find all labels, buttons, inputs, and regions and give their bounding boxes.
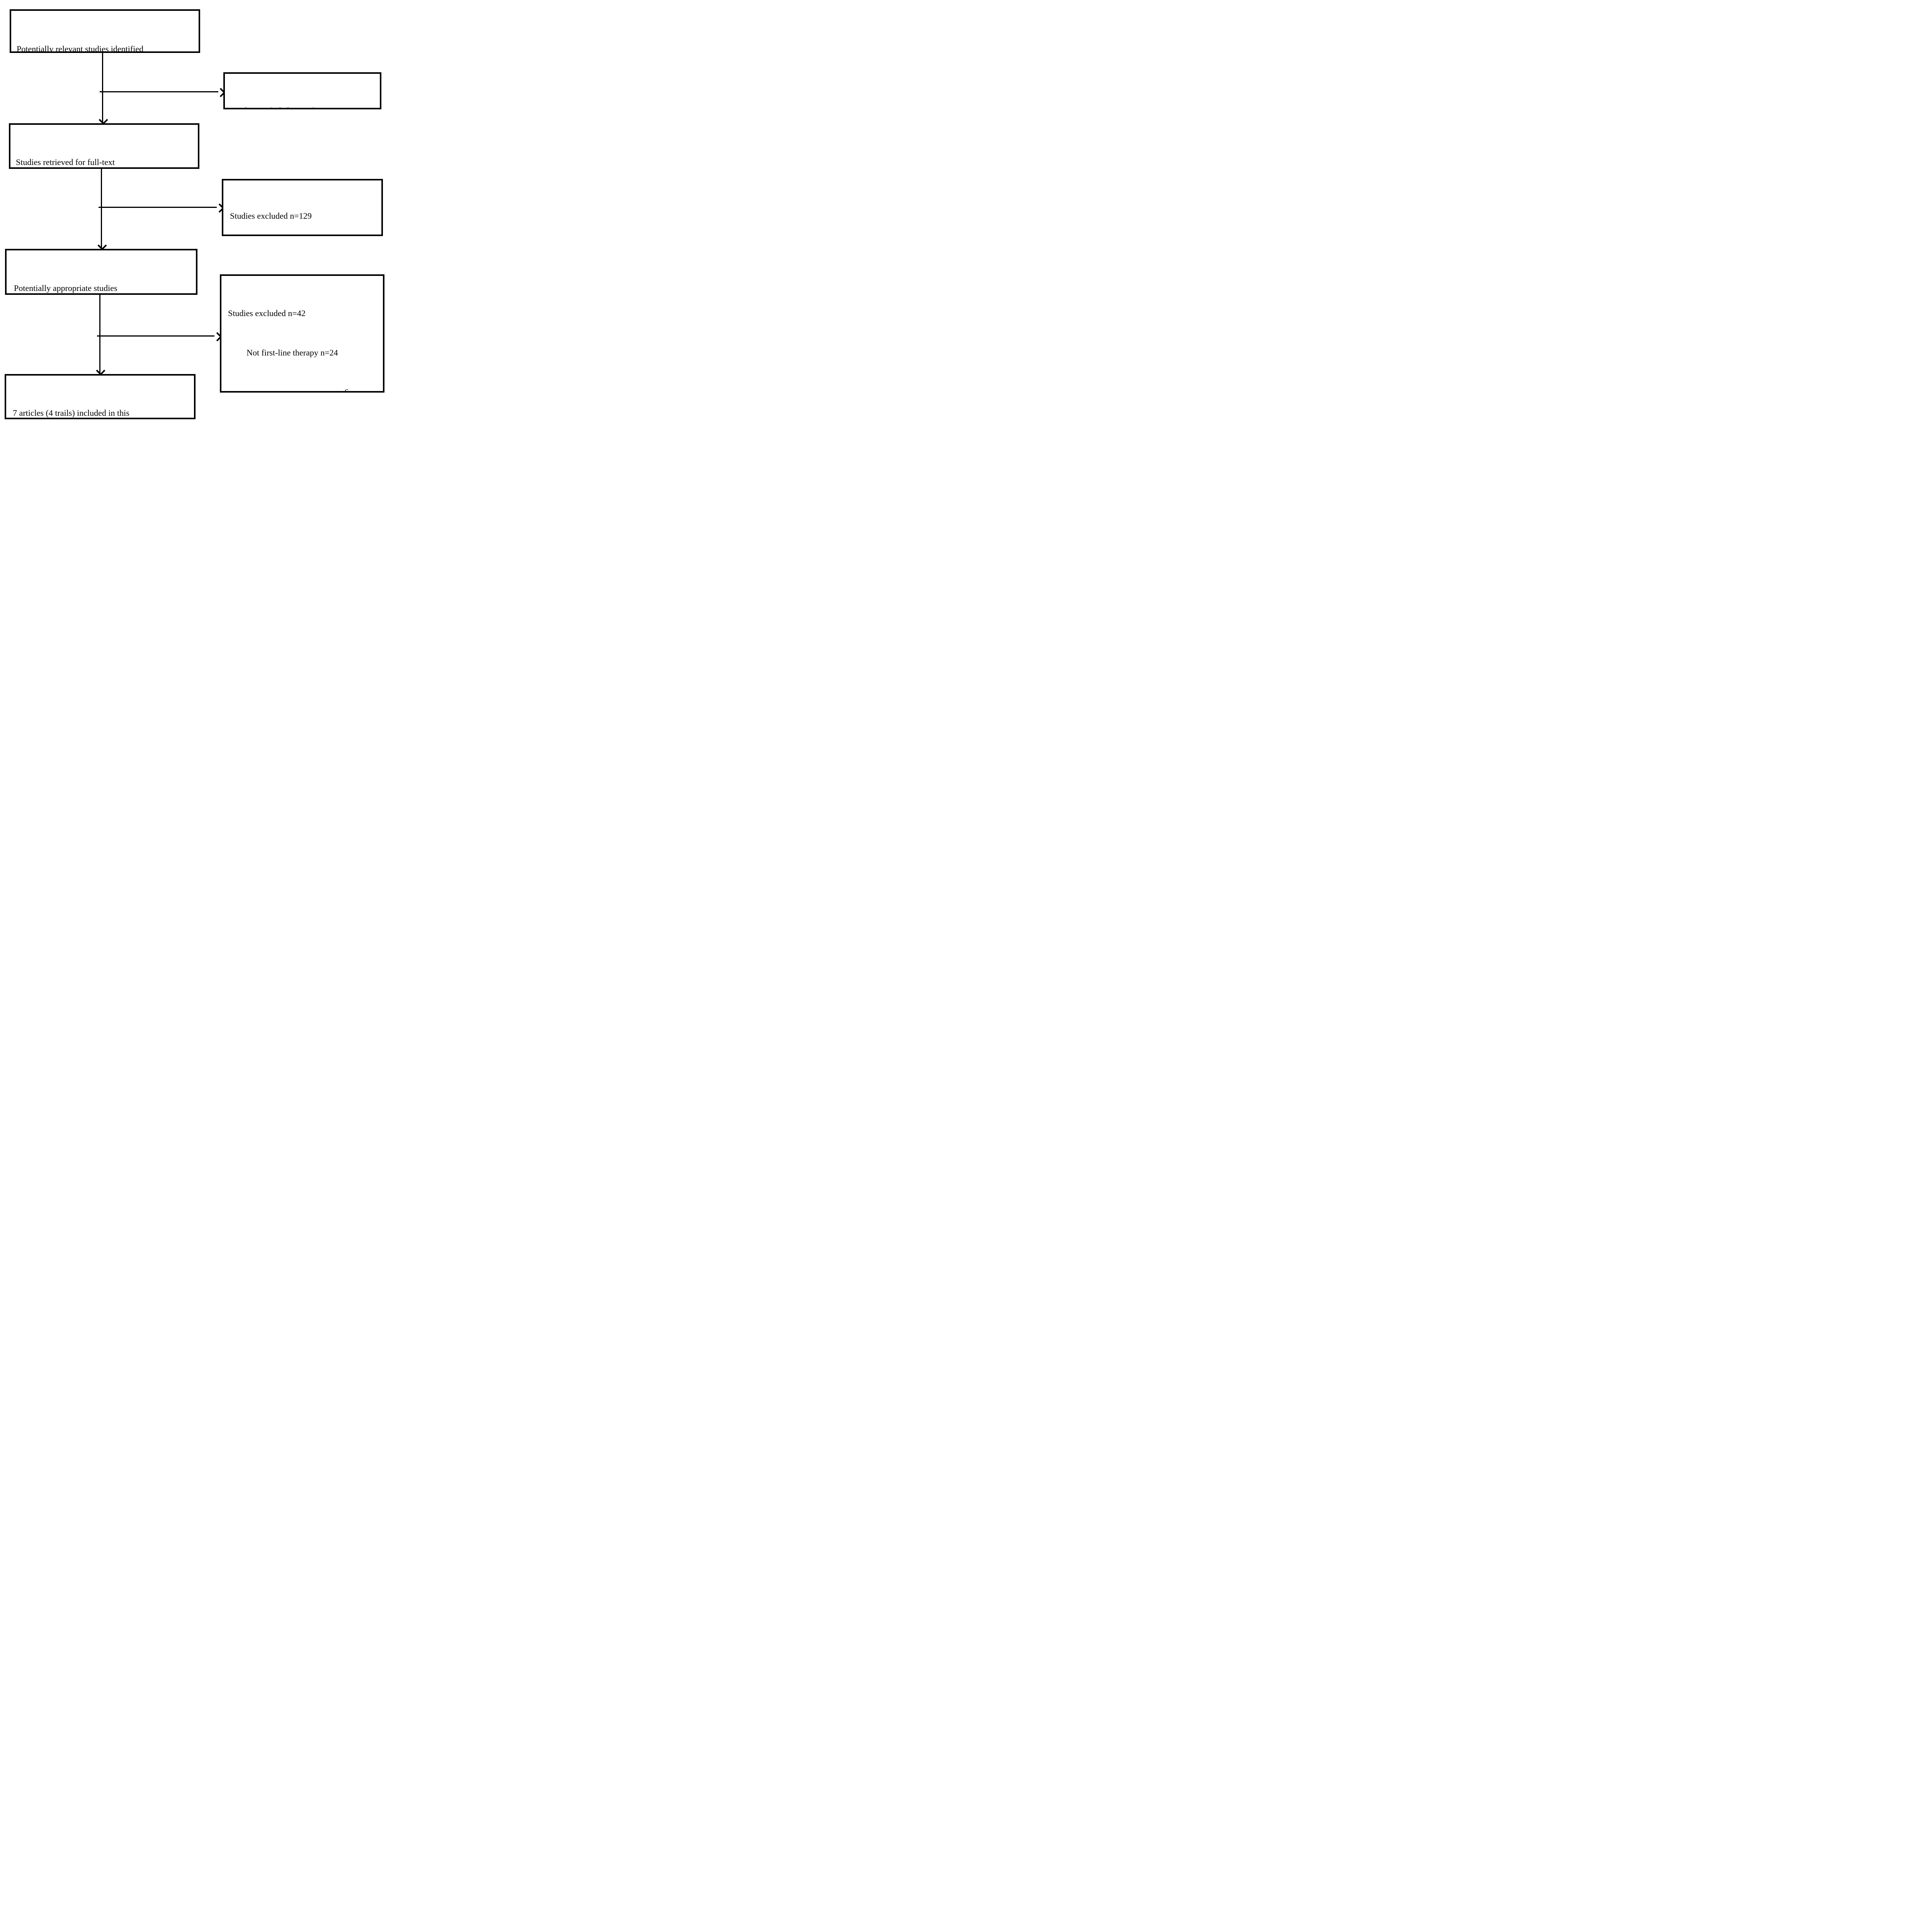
box-excluded-eligibility-line-3: Only Cryoablation n=6 (228, 386, 380, 393)
connector-identified-to-retrieved-line (102, 53, 103, 123)
box-excluded-eligibility-line-2: Not first-line therapy n=24 (247, 348, 338, 357)
box-assessed-eligibility-line-1: Potentially appropriate studies (14, 283, 117, 293)
box-included: 7 articles (4 trails) included in this m… (5, 374, 196, 419)
connector-assessed-to-included-line (99, 295, 100, 374)
box-excluded-eligibility-line-1: Studies excluded n=42 (228, 308, 306, 318)
box-studies-identified-line-1: Potentially relevant studies identified (17, 44, 144, 53)
box-studies-identified: Potentially relevant studies identified … (10, 9, 200, 53)
box-excluded-irrelevant: Studies excluded as irrelevant (includin… (223, 72, 381, 109)
box-excluded-irrelevant-line-1: Studies excluded as irrelevant (231, 104, 377, 108)
box-excluded-fulltext: Studies excluded n=129 Duplicate n=34 No… (222, 179, 383, 236)
connector-branch-to-excluded-irrelevant-line (100, 91, 218, 92)
box-included-line-1: 7 articles (4 trails) included in this (13, 408, 129, 418)
excluded-reason-count: n=6 (335, 387, 349, 393)
box-excluded-eligibility: Studies excluded n=42 Not first-line the… (220, 274, 384, 393)
box-retrieved-fulltext: Studies retrieved for full-text Evaluati… (9, 123, 199, 169)
box-excluded-fulltext-line-1: Studies excluded n=129 (230, 211, 312, 221)
box-assessed-eligibility: Potentially appropriate studies assessed… (5, 249, 197, 295)
box-retrieved-fulltext-line-1: Studies retrieved for full-text (16, 157, 115, 167)
connector-retrieved-to-assessed-line (101, 169, 102, 249)
connector-branch-to-excluded-eligibility-line (97, 335, 214, 337)
connector-branch-to-excluded-fulltext-line (99, 207, 217, 208)
study-selection-flow-diagram: Potentially relevant studies identified … (0, 0, 386, 426)
